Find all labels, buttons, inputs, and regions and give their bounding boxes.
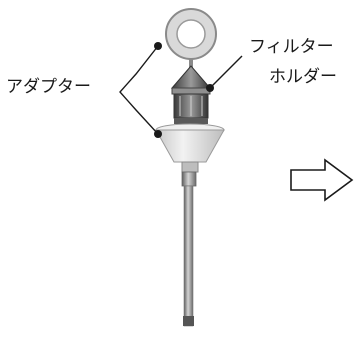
filter-holder-label-line2: ホルダー	[269, 67, 337, 87]
right-outline-arrow-icon	[290, 158, 354, 202]
funnel-adapter	[155, 123, 225, 173]
holder-stem	[189, 58, 193, 68]
ring-adapter	[165, 8, 217, 60]
filter-holder	[170, 65, 212, 124]
adapter-bracket	[119, 42, 162, 138]
rod	[181, 171, 197, 327]
adapter-label: アダプター	[6, 77, 91, 97]
filter-holder-leader	[206, 55, 243, 92]
filter-holder-label-line1: フィルター	[249, 37, 334, 57]
